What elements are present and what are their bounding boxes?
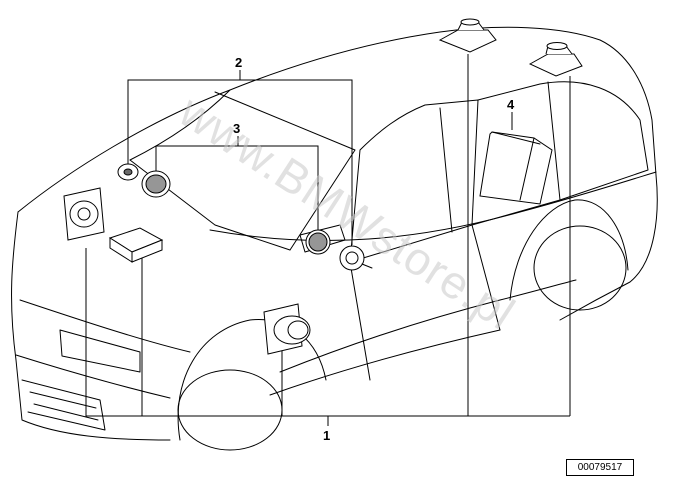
car-body: [11, 26, 658, 451]
roof-speaker-rear[interactable]: [528, 42, 583, 77]
amplifier[interactable]: [479, 131, 553, 205]
door-speaker[interactable]: [339, 245, 373, 271]
kick-panel-speaker[interactable]: [63, 187, 105, 241]
callout-3: 3: [233, 121, 240, 136]
callout-1: 1: [323, 428, 330, 443]
watermark-text: www.BMWstore.pl: [170, 84, 525, 340]
callout-2: 2: [235, 55, 242, 70]
door-speaker-grille[interactable]: [305, 229, 331, 255]
reference-number: 00079517: [566, 459, 634, 476]
callout-4: 4: [507, 97, 515, 112]
tweeter-front[interactable]: [117, 163, 139, 181]
roof-speaker-front[interactable]: [438, 18, 497, 53]
leader-lines: [85, 54, 571, 426]
control-unit-box[interactable]: [108, 227, 164, 263]
lower-door-woofer[interactable]: [263, 303, 311, 355]
speaker-grille-dash[interactable]: [141, 170, 171, 198]
